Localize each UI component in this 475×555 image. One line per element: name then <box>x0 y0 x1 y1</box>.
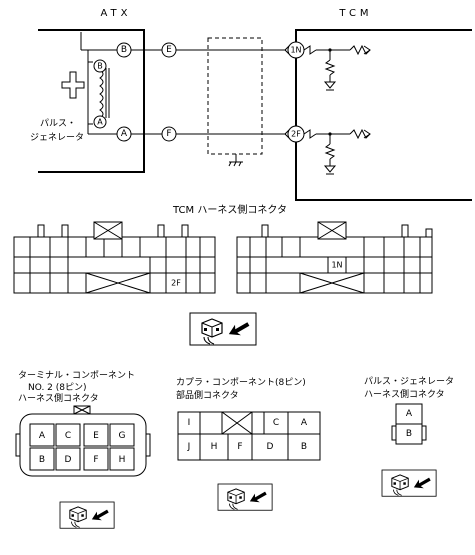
svg-text:B: B <box>39 455 45 465</box>
svg-text:D: D <box>267 442 274 452</box>
svg-text:ハーネス側コネクタ: ハーネス側コネクタ <box>364 388 445 400</box>
svg-text:E: E <box>166 45 172 55</box>
sensor-label-1: パルス・ <box>40 118 76 129</box>
coupler-connector: カプラ・コンポーネント(8ピン) 部品側コネクタ I C A J H F D B <box>176 377 321 461</box>
svg-text:A: A <box>39 431 46 441</box>
svg-text:H: H <box>119 455 126 465</box>
svg-text:C: C <box>65 431 71 441</box>
mid-pin-e <box>161 42 177 58</box>
svg-text:1N: 1N <box>290 46 301 55</box>
svg-text:カプラ・コンポーネント(8ピン): カプラ・コンポーネント(8ピン) <box>176 377 306 388</box>
svg-text:2F: 2F <box>291 130 301 139</box>
svg-text:J: J <box>187 442 191 452</box>
svg-text:ターミナル・コンポーネント: ターミナル・コンポーネント <box>18 370 135 381</box>
mid-pin-f <box>161 126 177 142</box>
svg-text:F: F <box>93 455 98 465</box>
rotor-symbol <box>61 71 85 99</box>
tcm-housing <box>295 29 472 201</box>
svg-text:G: G <box>119 431 126 441</box>
svg-text:B: B <box>301 442 307 452</box>
tcm-connector-left: 2F <box>13 221 216 294</box>
svg-text:B: B <box>406 429 412 439</box>
connector-view-icon <box>189 312 257 346</box>
svg-text:F: F <box>166 129 171 139</box>
svg-text:B: B <box>97 62 103 71</box>
svg-text:パルス・ジェネレータ: パルス・ジェネレータ <box>364 376 454 387</box>
svg-text:E: E <box>93 431 99 441</box>
coil-pin-b <box>93 59 107 73</box>
svg-text:A: A <box>97 118 103 127</box>
svg-text:A: A <box>301 418 308 428</box>
atx-label: ATX <box>100 8 131 19</box>
svg-text:F: F <box>237 442 242 452</box>
svg-text:ハーネス側コネクタ: ハーネス側コネクタ <box>18 392 99 404</box>
coil <box>99 69 104 119</box>
svg-text:I: I <box>188 418 191 428</box>
svg-text:A: A <box>406 409 413 419</box>
shield <box>207 37 263 155</box>
connector-view-icon <box>381 469 437 497</box>
tcm-connector-right: 1N <box>236 221 433 294</box>
tcm-label: TCM <box>338 8 372 19</box>
tcm-connector-title: TCM ハーネス側コネクタ <box>172 203 287 216</box>
atx-pin-a <box>116 126 132 142</box>
connector-view-icon <box>59 501 115 529</box>
svg-text:B: B <box>121 45 127 55</box>
sensor-label-2: ジェネレータ <box>30 132 84 143</box>
tcm-pin-1n-label: 1N <box>331 261 342 270</box>
svg-text:C: C <box>273 418 279 428</box>
atx-housing <box>38 29 145 173</box>
coil-pin-a <box>93 115 107 129</box>
svg-text:H: H <box>211 442 218 452</box>
tcm-pin-2f-label: 2F <box>171 279 181 288</box>
svg-text:NO. 2 (8ピン): NO. 2 (8ピン) <box>28 382 87 393</box>
pulse-connector: パルス・ジェネレータ ハーネス側コネクタ A B <box>364 376 454 445</box>
connector-view-icon <box>217 483 273 511</box>
svg-text:A: A <box>121 129 128 139</box>
svg-text:D: D <box>65 455 72 465</box>
terminal-connector: ターミナル・コンポーネント NO. 2 (8ピン) ハーネス側コネクタ A C … <box>15 370 151 477</box>
svg-text:部品側コネクタ: 部品側コネクタ <box>176 389 239 401</box>
atx-pin-b <box>116 42 132 58</box>
top-schematic: ATX TCM B A パルス・ ジェネレータ <box>30 8 472 201</box>
